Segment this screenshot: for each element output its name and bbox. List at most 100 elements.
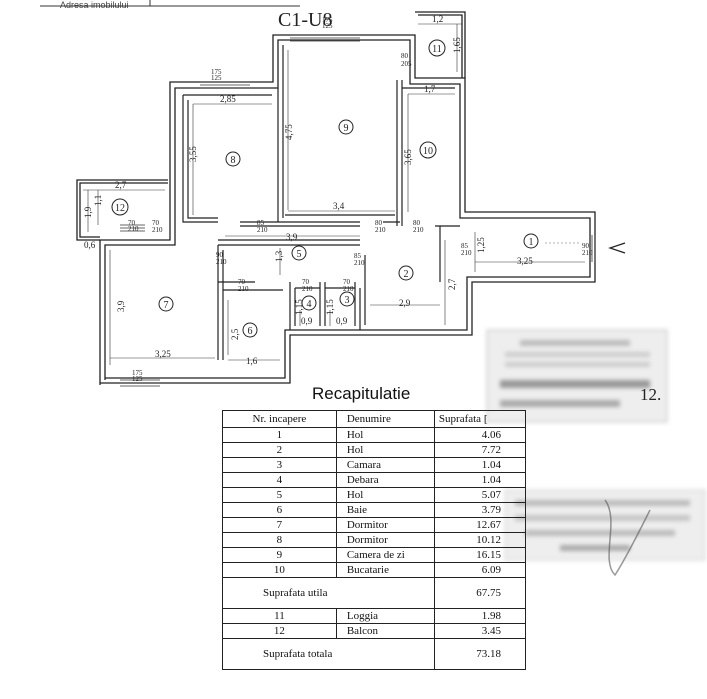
room-label-8: 8	[225, 151, 241, 167]
summary-value: 67.75	[433, 577, 527, 609]
col-header-nr: Nr. incapere	[222, 410, 337, 428]
cell-area: 1.04	[433, 457, 527, 473]
dim-label: 2,5	[230, 328, 240, 340]
cell-nr: 9	[222, 547, 337, 563]
blurred-stamp-top	[486, 329, 668, 423]
cell-nr: 10	[222, 562, 337, 578]
svg-text:210: 210	[302, 285, 313, 293]
svg-text:70: 70	[238, 278, 246, 286]
dim-label: 1,65	[452, 37, 462, 53]
svg-text:210: 210	[128, 225, 139, 233]
room-label-6: 6	[242, 322, 258, 338]
recap-title: Recapitulatie	[312, 384, 411, 403]
room-number: 6	[248, 326, 253, 337]
cell-name: Camara	[335, 457, 435, 473]
room-number: 3	[345, 295, 350, 306]
room-label-2: 2	[398, 265, 414, 281]
cell-name: Hol	[335, 442, 435, 458]
room-number: 5	[297, 249, 302, 260]
svg-text:70: 70	[343, 278, 351, 286]
room-label-7: 7	[158, 296, 174, 312]
svg-text:70: 70	[128, 219, 136, 227]
svg-text:85: 85	[354, 252, 362, 260]
cell-area: 10.12	[433, 532, 527, 548]
svg-text:210: 210	[152, 226, 163, 234]
cell-name: Hol	[335, 427, 435, 443]
dimension-labels: 2,85 3,55 4,75 3,4 1,7 3,65 1,2 1,65 2,7…	[83, 14, 533, 366]
dim-label: 3,9	[286, 232, 298, 242]
cell-area: 7.72	[433, 442, 527, 458]
blurred-stamp-bottom	[504, 489, 706, 561]
cell-area: 3.45	[433, 623, 527, 639]
handwritten-note: C1-U8	[278, 9, 332, 31]
signature-mark	[604, 499, 651, 577]
dim-label: 2,9	[399, 298, 411, 308]
dim-label: 3,9	[116, 300, 126, 312]
cell-nr: 6	[222, 502, 337, 518]
cell-area: 1.04	[433, 472, 527, 488]
svg-text:80: 80	[413, 219, 421, 227]
svg-text:175: 175	[322, 16, 333, 24]
room-number: 10	[423, 146, 433, 157]
dim-label: 0,9	[336, 316, 348, 326]
room-label-1: 1	[523, 233, 539, 249]
dim-label: 1,2	[432, 14, 443, 24]
dim-label: 1,7	[424, 84, 436, 94]
dim-label: 1,3	[274, 250, 284, 262]
room-label-5: 5	[291, 245, 307, 261]
dim-label: 1,6	[246, 356, 258, 366]
svg-text:210: 210	[461, 249, 472, 257]
svg-text:210: 210	[582, 249, 593, 257]
dim-label: 1,1	[93, 195, 103, 206]
dim-label: 3,4	[333, 201, 345, 211]
cell-name: Bucatarie	[335, 562, 435, 578]
dim-label: 3,25	[155, 349, 171, 359]
room-number: 8	[231, 155, 236, 166]
svg-text:205: 205	[401, 60, 412, 68]
dim-label: 3,25	[517, 256, 533, 266]
dim-label: 3,65	[403, 149, 413, 165]
dim-label: 0,6	[84, 240, 96, 250]
room-number: 7	[164, 300, 169, 311]
cell-area: 6.09	[433, 562, 527, 578]
svg-text:210: 210	[343, 285, 354, 293]
room-number: 12	[115, 203, 125, 214]
cell-name: Hol	[335, 487, 435, 503]
dim-label: 3,55	[188, 146, 198, 162]
cell-name: Loggia	[335, 608, 435, 624]
svg-text:210: 210	[354, 259, 365, 267]
outer-walls	[76, 11, 596, 385]
cell-nr: 5	[222, 487, 337, 503]
room-label-3: 3	[339, 291, 355, 307]
room-number: 1	[529, 237, 534, 248]
cell-area: 12.67	[433, 517, 527, 533]
svg-text:175: 175	[211, 68, 222, 76]
stamp-number: 12.	[640, 385, 661, 404]
svg-text:175: 175	[132, 369, 143, 377]
summary-label: Suprafata utila	[222, 577, 337, 609]
summary-label: Suprafata totala	[222, 638, 337, 670]
col-header-name: Denumire	[335, 410, 435, 428]
